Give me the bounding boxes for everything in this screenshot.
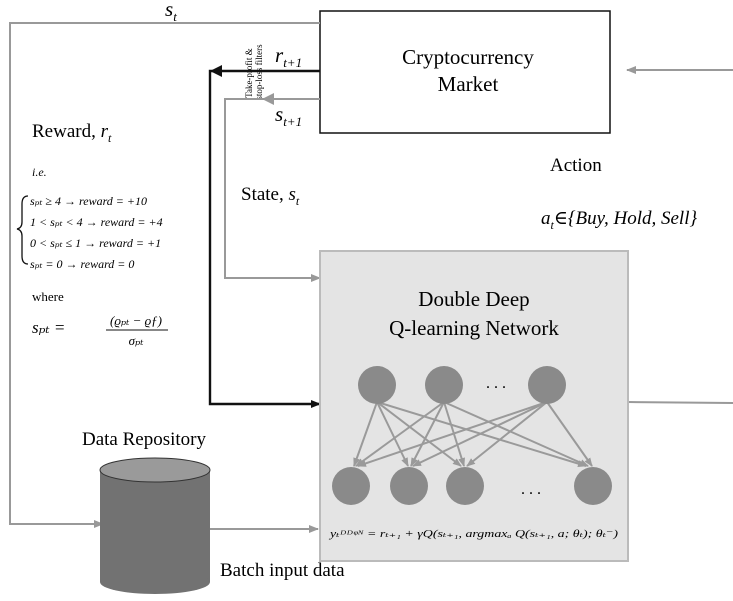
state-top-label: st [165, 0, 177, 24]
formula-lhs: sₚₜ = [32, 318, 65, 337]
ddqn-box [319, 250, 629, 562]
ddqn-target-equation: yₜᴰᴰᵠᴺ = rₜ₊₁ + γQ(sₜ₊₁, argmaxₐ Q(sₜ₊₁,… [329, 529, 619, 540]
reward-title: Reward, rt [32, 121, 112, 145]
reward-ie: i.e. [32, 165, 47, 179]
reward-case-1: sₚₜ ≥ 4 → reward = +10 [30, 194, 147, 208]
market-label-line2: Market [438, 72, 499, 96]
edge [412, 401, 548, 467]
sharpe-formula: sₚₜ = (ϱₚₜ − ϱƒ) σₚₜ [32, 313, 168, 348]
input-neuron [528, 366, 566, 404]
action-label: Action [550, 155, 602, 176]
formula-denominator: σₚₜ [129, 333, 145, 348]
market-node: Cryptocurrency Market [319, 10, 611, 134]
output-neuron [390, 467, 428, 505]
reward-next-label: rt+1 [275, 43, 302, 70]
output-ellipsis: . . . [521, 481, 541, 498]
formula-numerator: (ϱₚₜ − ϱƒ) [110, 313, 162, 328]
action-line-out [627, 401, 733, 404]
cylinder-body [100, 470, 210, 582]
reward-exit-arrowhead [210, 65, 222, 77]
edge [466, 401, 548, 467]
ddqn-node: Double Deep Q-learning Network . . . . .… [319, 250, 629, 562]
reward-where: where [32, 289, 64, 304]
state-next-label: st+1 [275, 102, 302, 129]
batch-input-label: Batch input data [220, 560, 345, 581]
input-neuron [425, 366, 463, 404]
state-label: State, st [241, 184, 300, 208]
cases-brace [16, 195, 29, 265]
market-label-line1: Cryptocurrency [402, 45, 534, 69]
input-neuron [358, 366, 396, 404]
reward-case-2: 1 < sₚₜ < 4 → reward = +4 [30, 215, 163, 229]
edge [410, 401, 445, 467]
output-neuron [574, 467, 612, 505]
data-repository-cylinder [99, 457, 211, 594]
edge [355, 401, 445, 467]
reward-arrow [208, 69, 321, 408]
reward-case-4: sₚₜ = 0 → reward = 0 [30, 257, 134, 271]
edge [443, 401, 589, 467]
cylinder-bottom [100, 570, 210, 594]
state-loop-arrow [9, 22, 320, 528]
cylinder-top [99, 457, 211, 483]
repository-label: Data Repository [82, 429, 207, 450]
network-edges [353, 401, 593, 468]
reward-cases: sₚₜ ≥ 4 → reward = +10 1 < sₚₜ < 4 → rew… [16, 194, 163, 271]
edge [546, 401, 593, 467]
input-ellipsis: . . . [486, 375, 506, 392]
filters-line1: Take-profit & [244, 48, 254, 98]
action-set: at∈{Buy, Hold, Sell} [541, 208, 697, 232]
ddqn-title-line2: Q-learning Network [389, 316, 559, 340]
edge [353, 401, 378, 467]
output-neuron [332, 467, 370, 505]
output-neuron [446, 467, 484, 505]
ddqn-title-line1: Double Deep [418, 287, 529, 311]
edge [357, 401, 548, 467]
market-box [319, 10, 611, 134]
state-exit-arrowhead [262, 93, 274, 105]
edge [376, 401, 462, 467]
reward-case-3: 0 < sₚₜ ≤ 1 → reward = +1 [30, 236, 161, 250]
edge [376, 401, 409, 467]
